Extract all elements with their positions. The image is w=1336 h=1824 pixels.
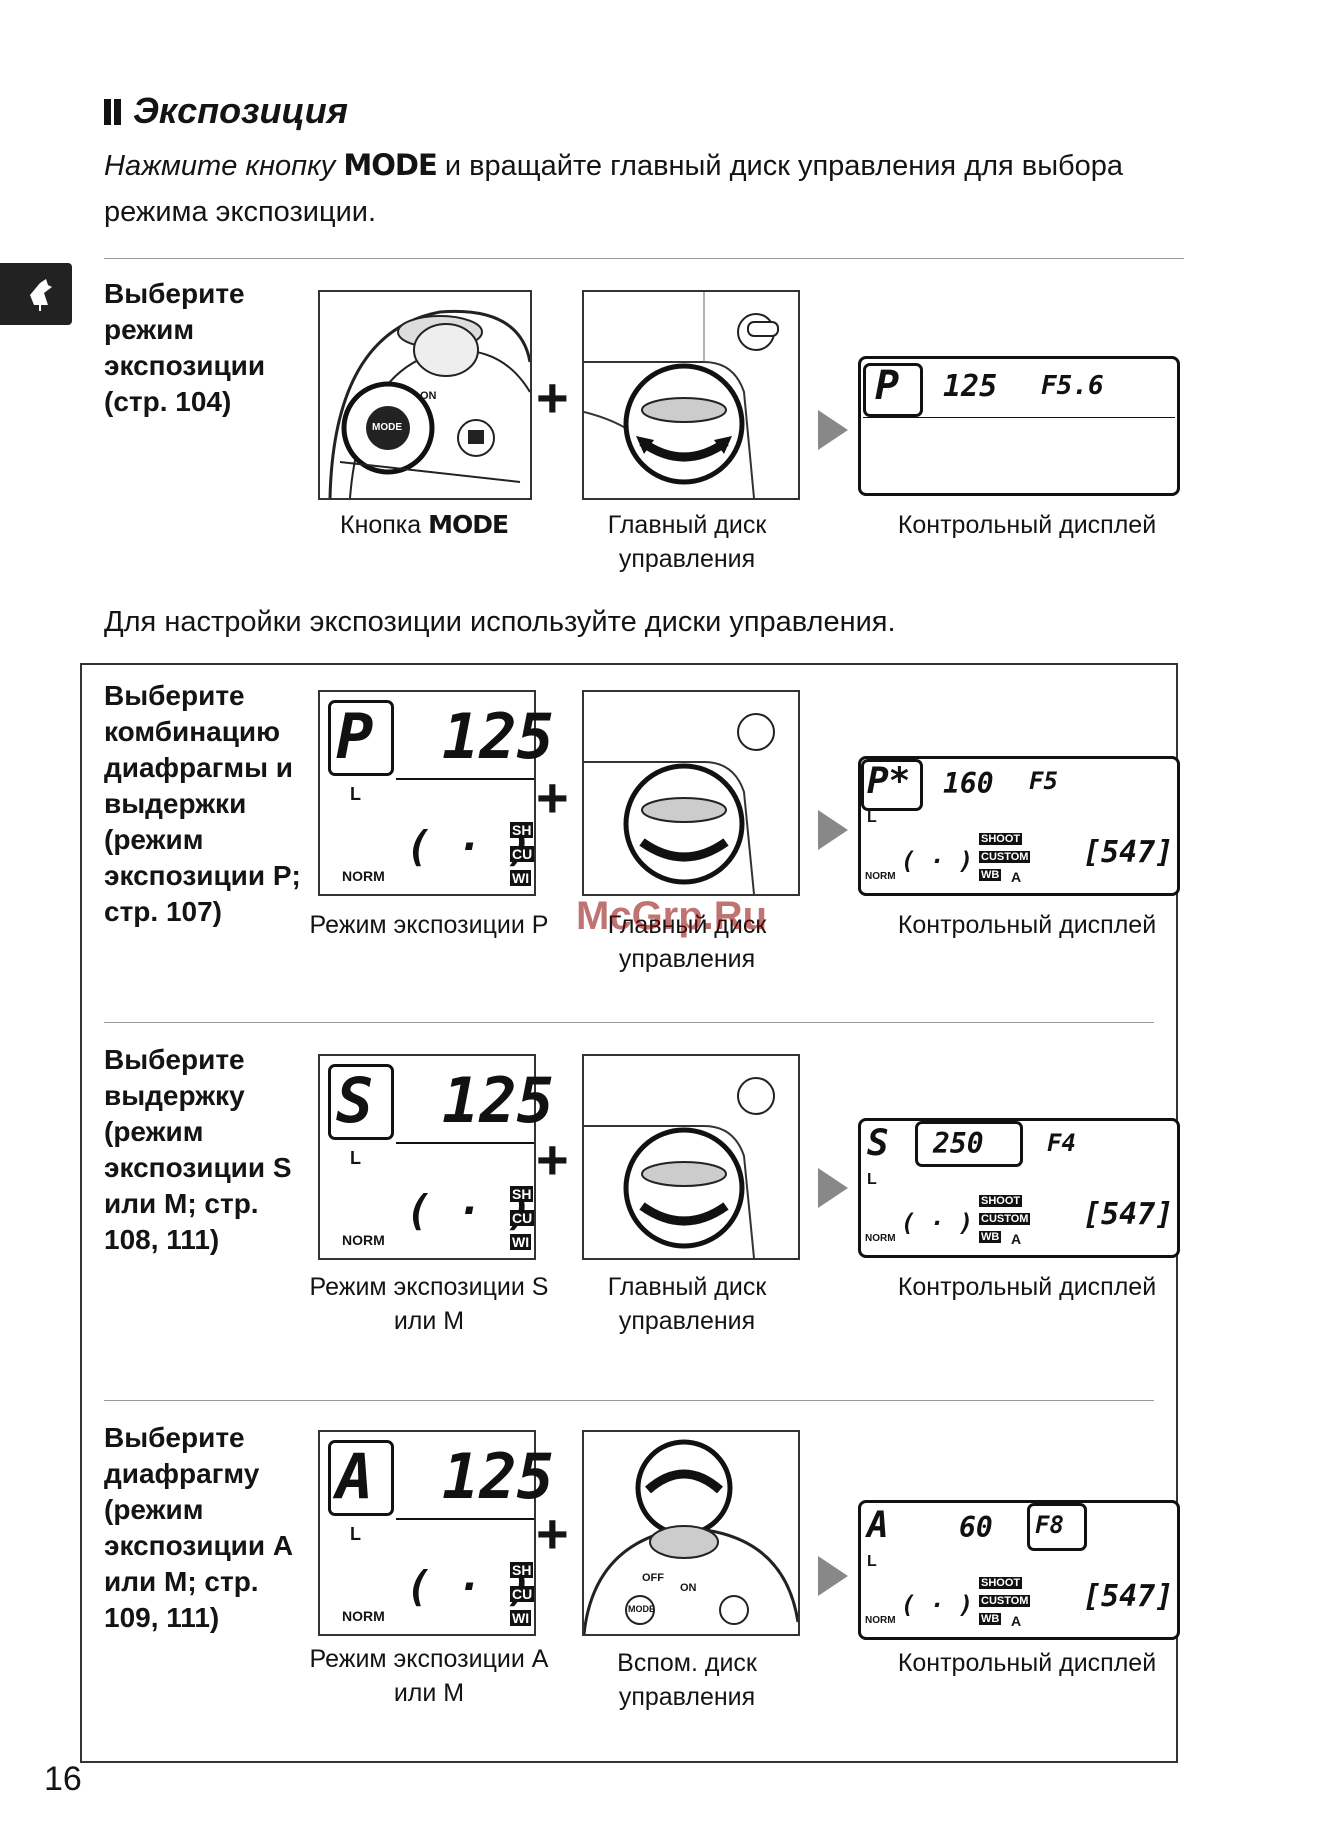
- row-title: Выберите комбинацию диафрагмы и выдержки…: [104, 680, 301, 927]
- display-aperture: F5.6: [1041, 371, 1104, 401]
- caption-mode-button: Кнопка MODE: [340, 510, 509, 539]
- mode-lcd-closeup: A 125 L NORM ( · ) SH CU WI: [318, 1430, 554, 1636]
- main-dial-illustration: [582, 690, 800, 896]
- side-tab: [0, 263, 72, 325]
- adjust-intro: Для настройки экспозиции используйте дис…: [104, 606, 896, 638]
- page-number: 16: [44, 1760, 82, 1798]
- watermark: McGrp.Ru: [576, 894, 768, 938]
- plus-sign: +: [536, 366, 569, 429]
- camera-mode-icon: [30, 279, 52, 311]
- control-display: P 125 F5.6: [858, 356, 1180, 496]
- caption-control-display: Контрольный дисплей: [897, 511, 1157, 539]
- on-label: ON: [420, 390, 437, 402]
- lcd-value: 125: [442, 700, 554, 773]
- divider: [104, 258, 1184, 259]
- control-display: P* 160 F5 L SHOOT CUSTOM WB A NORM ( · )…: [858, 756, 1180, 896]
- mode-label: MODE: [372, 422, 402, 433]
- display-shutter: 125: [943, 369, 998, 404]
- lcd-mode: P: [336, 700, 374, 773]
- mode-button-word: MODE: [343, 148, 437, 182]
- mode-highlight: [863, 363, 923, 417]
- control-display: A 60 F8 L SHOOT CUSTOM WB A NORM ( · ) […: [858, 1500, 1180, 1640]
- row-title: Выберите выдержку (режим экспозиции S ил…: [104, 1044, 292, 1255]
- arrow-icon: [818, 410, 848, 450]
- main-dial-illustration: [582, 1054, 800, 1260]
- section-title: Экспозиция: [104, 90, 348, 132]
- control-display: S 250 F4 L SHOOT CUSTOM WB A NORM ( · ) …: [858, 1118, 1180, 1258]
- step-title-select-mode: Выберите режим экспозиции (стр. 104): [104, 278, 266, 417]
- mode-lcd-closeup: P 125 L NORM ( · ) SH CU WI: [318, 690, 554, 896]
- intro-text: Нажмите кнопку MODE и вращайте главный д…: [104, 148, 1124, 228]
- mode-button-illustration: MODE ON: [318, 290, 532, 500]
- mode-lcd-closeup: S 125 L NORM ( · ) SH CU WI: [318, 1054, 554, 1260]
- frame-count: [547]: [1083, 835, 1174, 870]
- sub-dial-illustration: MODE OFF ON: [582, 1430, 800, 1636]
- display-mode: P: [875, 363, 900, 409]
- caption-main-dial: Главный диск управления: [607, 511, 767, 573]
- main-dial-illustration: [582, 290, 800, 500]
- row-title: Выберите диафрагму (режим экспозиции A и…: [104, 1422, 293, 1633]
